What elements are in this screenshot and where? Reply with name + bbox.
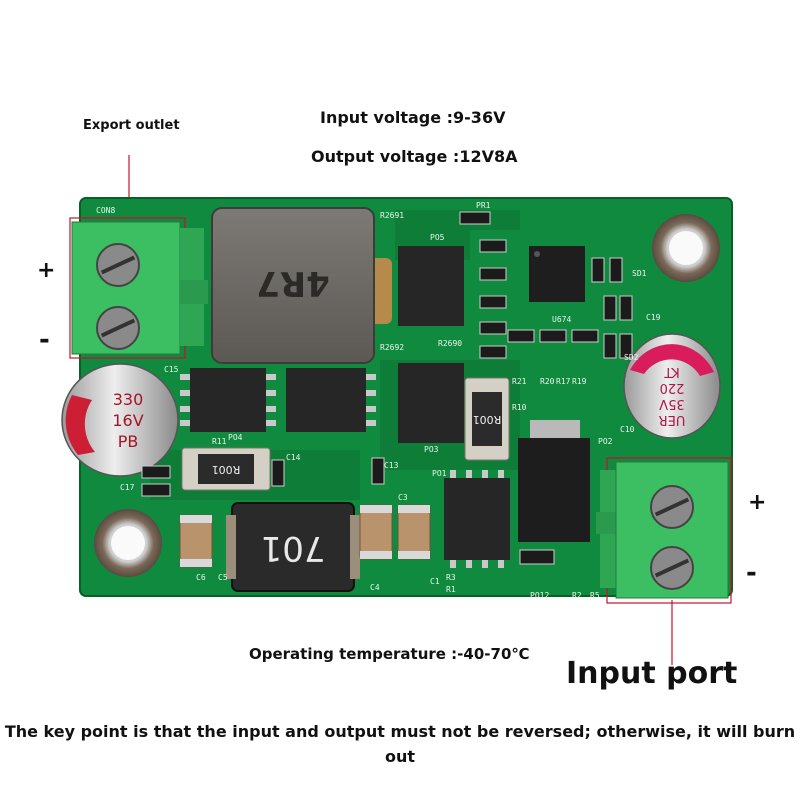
silk-po2: PO2 [598, 437, 613, 446]
silk-po4: PO4 [228, 433, 243, 442]
cap-right-line2: 35V [659, 396, 685, 411]
silk-c17: C17 [120, 483, 135, 492]
warning-note: The key point is that the input and outp… [4, 722, 796, 766]
silk-r2690: R2690 [438, 339, 462, 348]
silk-r20: R20 [540, 377, 555, 386]
input-terminal-block [596, 457, 732, 604]
silk-c4: C4 [370, 583, 380, 592]
silk-po3: PO3 [424, 445, 439, 454]
cap-left-line2: 16V [112, 411, 143, 430]
cap-right-line3: 220 [660, 380, 685, 395]
silk-c1: C1 [430, 577, 440, 586]
silk-r2692: R2692 [380, 343, 404, 352]
input-port-label: Input port [566, 656, 738, 691]
mounting-hole-top-right [652, 214, 720, 282]
silk-po1: PO1 [432, 469, 447, 478]
silk-r19: R19 [572, 377, 587, 386]
silk-sd2: SD2 [624, 353, 639, 362]
silk-r10: R10 [512, 403, 527, 412]
silk-po5: PO5 [430, 233, 445, 242]
silk-u4: U674 [552, 315, 571, 324]
sense-resistor-b: R001 [181, 447, 271, 491]
controller-ic [529, 246, 585, 302]
mosfet-packages [180, 246, 510, 568]
small-smd-parts [141, 211, 633, 565]
main-inductor: 4R7 [211, 207, 392, 364]
input-plus-sign: + [748, 490, 767, 515]
silk-r2691: R2691 [380, 211, 404, 220]
silk-c19: C19 [646, 313, 661, 322]
resistor-b-marking: R001 [212, 463, 241, 476]
silk-r5: R5 [590, 591, 600, 600]
silk-c15: C15 [164, 365, 179, 374]
silk-c14: C14 [286, 453, 301, 462]
ceramic-capacitors [179, 504, 431, 568]
output-voltage-spec: Output voltage :12V8A [311, 147, 518, 166]
silk-r3: R3 [446, 573, 456, 582]
capacitor-220uf-35v: UER 35V 220 KT [623, 333, 721, 439]
sense-resistor-a: R001 [464, 377, 510, 461]
mounting-hole-bottom-left [94, 509, 162, 577]
silk-sd1: SD1 [632, 269, 647, 278]
diode-package [518, 420, 590, 542]
silk-po12: PO12 [530, 591, 549, 600]
cap-right-line4: KT [664, 364, 680, 379]
silk-r2: R2 [572, 591, 582, 600]
capacitor-330uf-16v: 330 16V PB [61, 363, 179, 477]
output-minus-sign: - [39, 325, 50, 355]
silk-r11: R11 [212, 437, 227, 446]
silk-r1: R1 [446, 585, 456, 594]
input-voltage-spec: Input voltage :9-36V [320, 108, 506, 127]
silk-pr1: PR1 [476, 201, 491, 210]
operating-temperature-spec: Operating temperature :-40-70℃ [249, 645, 530, 663]
silk-c10: C10 [620, 425, 635, 434]
silk-c6: C6 [196, 573, 206, 582]
input-minus-sign: - [746, 558, 757, 588]
silk-c13: C13 [384, 461, 399, 470]
inductor-marking-4r7: 4R7 [256, 263, 330, 303]
silk-c5: C5 [218, 573, 228, 582]
silk-con8: CON8 [96, 206, 115, 215]
cap-left-line3: PB [118, 432, 139, 451]
export-outlet-label: Export outlet [83, 118, 180, 133]
cap-right-line1: UER [659, 412, 686, 427]
inductor-marking-701: 701 [261, 528, 326, 568]
output-plus-sign: + [37, 258, 56, 283]
silk-c3: C3 [398, 493, 408, 502]
silk-r17: R17 [556, 377, 571, 386]
resistor-a-marking: R001 [473, 413, 502, 426]
output-terminal-block [69, 217, 208, 359]
small-inductor: 701 [226, 502, 360, 592]
silk-r21: R21 [512, 377, 527, 386]
cap-left-line1: 330 [113, 390, 144, 409]
